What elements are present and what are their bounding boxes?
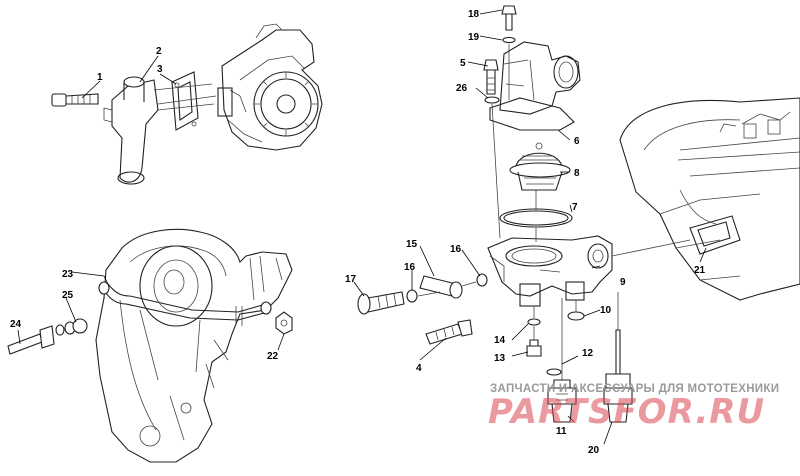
bolt-4 xyxy=(425,319,473,345)
washer-16-right xyxy=(476,273,488,287)
callout-21: 21 xyxy=(694,265,706,276)
callout-4: 4 xyxy=(416,363,422,374)
callout-6: 6 xyxy=(574,136,580,147)
callout-2: 2 xyxy=(156,46,162,57)
engine-cover-assembly xyxy=(95,228,293,463)
bolt-17 xyxy=(357,291,405,315)
gasket-21 xyxy=(689,215,741,255)
assembly-lines xyxy=(417,44,691,380)
callout-5: 5 xyxy=(460,58,466,69)
callout-20: 20 xyxy=(588,445,600,456)
o-ring-7 xyxy=(499,208,573,228)
callout-numbers: 1 2 3 4 5 6 7 8 9 10 11 12 13 14 15 16 1… xyxy=(10,9,706,456)
thermostat-housing-9 xyxy=(487,235,613,307)
callout-9: 9 xyxy=(620,277,626,288)
washer-14 xyxy=(527,318,541,326)
gasket-3 xyxy=(171,71,199,131)
cylinder-head xyxy=(619,97,800,301)
callout-16a: 16 xyxy=(450,244,462,255)
thermostat-8 xyxy=(509,142,571,191)
bolt-18 xyxy=(501,5,517,31)
washer-12 xyxy=(546,368,562,376)
callout-13: 13 xyxy=(494,353,506,364)
callout-18: 18 xyxy=(468,9,480,20)
bypass-hose-23 xyxy=(98,281,272,326)
callout-11: 11 xyxy=(556,426,567,437)
bolt-1 xyxy=(51,93,99,107)
bolt-15 xyxy=(419,275,463,299)
callout-26: 26 xyxy=(456,83,468,94)
callout-14: 14 xyxy=(494,335,506,346)
banjo-fitting-22 xyxy=(275,311,293,335)
callout-19: 19 xyxy=(468,32,480,43)
thermostat-cover-6 xyxy=(489,41,581,131)
callout-23: 23 xyxy=(62,269,74,280)
watermark-logo: PARTSFOR.RU xyxy=(488,392,766,432)
washer-10 xyxy=(567,311,585,321)
banjo-bolt-24 xyxy=(7,325,55,355)
callout-1: 1 xyxy=(97,72,103,83)
callout-7: 7 xyxy=(572,202,578,213)
plug-13 xyxy=(526,339,542,357)
callout-24: 24 xyxy=(10,319,22,330)
washer-19 xyxy=(502,36,516,44)
washer-16-left xyxy=(406,289,418,303)
callout-25: 25 xyxy=(62,290,74,301)
outlet-pipe-2 xyxy=(103,76,217,185)
bolt-5 xyxy=(483,59,499,95)
callout-15: 15 xyxy=(406,239,418,250)
sensor-20 xyxy=(603,329,633,423)
callout-17: 17 xyxy=(345,274,357,285)
watermark-caption: ЗАПЧАСТИ И АКСЕССУАРЫ ДЛЯ МОТОТЕХНИКИ xyxy=(490,383,780,395)
water-pump-assembly xyxy=(217,23,323,151)
callout-12: 12 xyxy=(582,348,594,359)
callout-3: 3 xyxy=(157,64,163,75)
leader-lines xyxy=(17,9,707,445)
temp-sensor-11 xyxy=(547,379,577,423)
callout-16b: 16 xyxy=(404,262,416,273)
callout-8: 8 xyxy=(574,168,580,179)
callout-10: 10 xyxy=(600,305,612,316)
callout-22: 22 xyxy=(267,351,279,362)
washers-25 xyxy=(55,318,88,336)
washer-26 xyxy=(484,96,500,104)
